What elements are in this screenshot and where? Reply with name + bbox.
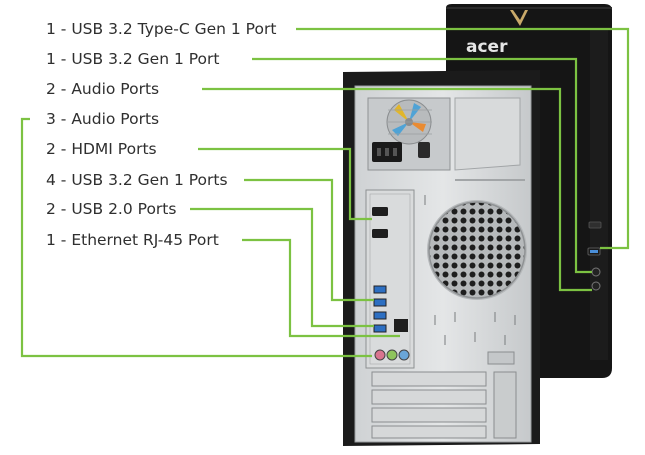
callout-label: Ethernet RJ-45 Port	[71, 231, 219, 249]
acer-chevron-logo	[510, 10, 528, 26]
power-socket	[372, 142, 402, 162]
io-shield	[365, 189, 415, 369]
vent-slots	[424, 195, 516, 345]
acer-logo-text: acer	[466, 37, 508, 57]
callout-rear-usb32: 4 - USB 3.2 Gen 1 Ports	[46, 169, 232, 191]
callout-label: HDMI Ports	[71, 140, 157, 158]
callout-count: 2	[46, 140, 56, 158]
callout-line-usb-c	[296, 27, 630, 250]
callout-front-usb: 1 - USB 3.2 Gen 1 Port	[46, 48, 224, 70]
callout-line-rear-audio	[20, 117, 372, 358]
callout-ethernet: 1 - Ethernet RJ-45 Port	[46, 229, 223, 251]
callout-hdmi: 2 - HDMI Ports	[46, 138, 161, 160]
callout-count: 1	[46, 50, 56, 68]
rear-audio-ports	[374, 349, 410, 361]
callout-lines	[20, 27, 630, 358]
callout-label: USB 3.2 Gen 1 Ports	[71, 171, 228, 189]
callout-label: Audio Ports	[71, 110, 160, 128]
psu-fan	[386, 99, 432, 145]
power-switch	[418, 142, 430, 158]
callout-count: 4	[46, 171, 56, 189]
expansion-slots	[371, 371, 517, 439]
callout-label: Audio Ports	[71, 80, 160, 98]
callout-usb-type-c: 1 - USB 3.2 Type-C Gen 1 Port	[46, 18, 281, 40]
callout-label: USB 3.2 Gen 1 Port	[71, 50, 220, 68]
callout-line-hdmi	[198, 147, 372, 221]
callout-line-front-audio	[202, 87, 592, 292]
callout-line-ethernet	[242, 238, 400, 338]
callout-line-usb20	[190, 207, 374, 328]
exhaust-fan-grille	[427, 200, 527, 300]
callout-label: USB 3.2 Type-C Gen 1 Port	[71, 20, 277, 38]
callout-count: 2	[46, 200, 56, 218]
rear-usb-ports	[373, 285, 387, 333]
callout-count: 1	[46, 231, 56, 249]
callout-count: 2	[46, 80, 56, 98]
callout-front-audio: 2 - Audio Ports	[46, 78, 164, 100]
callout-line-usb32	[244, 178, 374, 302]
callout-line-front-usb	[252, 57, 592, 274]
callout-rear-audio: 3 - Audio Ports	[46, 108, 164, 130]
callout-count: 3	[46, 110, 56, 128]
hdmi-ports	[372, 207, 388, 238]
callout-count: 1	[46, 20, 56, 38]
ethernet-port	[394, 319, 408, 332]
callout-label: USB 2.0 Ports	[71, 200, 177, 218]
latch	[487, 351, 515, 365]
callout-usb20: 2 - USB 2.0 Ports	[46, 198, 181, 220]
